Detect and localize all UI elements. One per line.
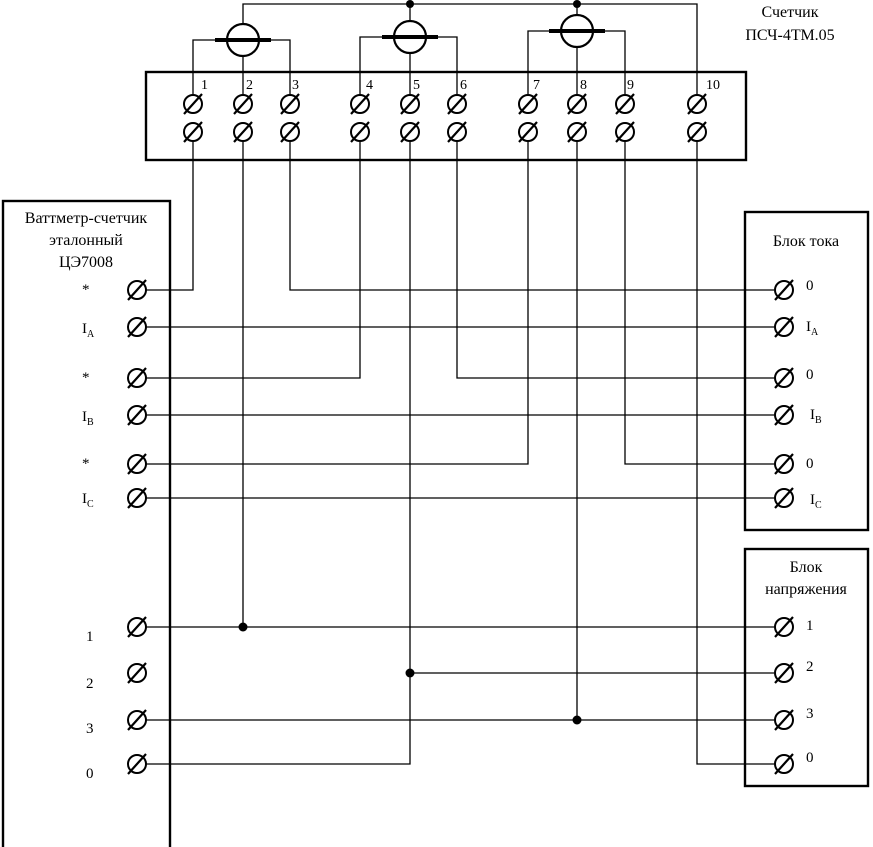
wattmeter-voltage-label: 1	[86, 629, 94, 645]
meter-terminal-block	[144, 70, 748, 162]
current-transformer-loops	[192, 3, 698, 94]
wattmeter-voltage-label: 0	[86, 766, 94, 782]
meter-terminal-number: 2	[246, 78, 253, 93]
meter-terminal-number: 6	[460, 78, 467, 93]
wattmeter-current-label: IA	[82, 321, 95, 340]
wattmeter-voltage-label: 3	[86, 721, 94, 737]
meter-terminal-number: 9	[627, 78, 634, 93]
voltage-block-title-line2: напряжения	[765, 581, 847, 598]
meter-terminals	[183, 93, 707, 143]
junction-dot	[405, 668, 415, 678]
meter-title-line1: Счетчик	[762, 4, 819, 21]
meter-terminal-number: 3	[292, 78, 299, 93]
meter-terminal-number: 5	[413, 78, 420, 93]
meter-terminal-number: 8	[580, 78, 587, 93]
current-block-label: 0	[806, 456, 814, 472]
meter-terminal-number: 10	[706, 78, 720, 93]
wattmeter-current-label: *	[82, 456, 90, 472]
current-block-title: Блок тока	[773, 233, 839, 250]
junction-dot	[572, 715, 582, 725]
current-block-label: IA	[806, 319, 819, 338]
current-block-label: 0	[806, 367, 814, 383]
meter-terminal-number: 1	[201, 78, 208, 93]
junction-dot	[573, 0, 581, 8]
current-block-label: 0	[806, 278, 814, 294]
voltage-block-terminals	[774, 616, 794, 775]
junction-dot	[406, 0, 414, 8]
wattmeter-current-label: IC	[82, 491, 94, 510]
current-block-box	[743, 210, 870, 532]
current-transformer-c	[549, 13, 605, 49]
voltage-block-label: 0	[806, 750, 814, 766]
wattmeter-title-line1: Ваттметр-счетчик	[25, 210, 148, 227]
voltage-block-label: 2	[806, 659, 814, 675]
current-block-terminals	[774, 279, 794, 509]
wattmeter-current-label: *	[82, 282, 90, 298]
wattmeter-box	[1, 199, 172, 847]
connection-wires	[146, 132, 774, 765]
wattmeter-title-line2: эталонный	[49, 232, 123, 249]
meter-terminal-number: 4	[366, 78, 373, 93]
voltage-block-title-line1: Блок	[790, 559, 823, 576]
current-transformer-b	[382, 19, 438, 55]
wattmeter-current-label: IB	[82, 409, 94, 428]
voltage-block-label: 3	[806, 706, 814, 722]
meter-terminal-number: 7	[533, 78, 540, 93]
wattmeter-title-line3: ЦЭ7008	[59, 254, 113, 271]
meter-title-line2: ПСЧ-4ТМ.05	[745, 27, 834, 44]
current-block-label: IC	[810, 492, 822, 511]
wattmeter-terminals	[127, 279, 147, 775]
voltage-block-box	[743, 547, 870, 788]
junction-dot	[238, 622, 248, 632]
wattmeter-current-label: *	[82, 370, 90, 386]
current-block-label: IB	[810, 407, 822, 426]
wattmeter-voltage-label: 2	[86, 676, 94, 692]
current-transformer-a	[215, 22, 271, 58]
voltage-block-label: 1	[806, 618, 814, 634]
